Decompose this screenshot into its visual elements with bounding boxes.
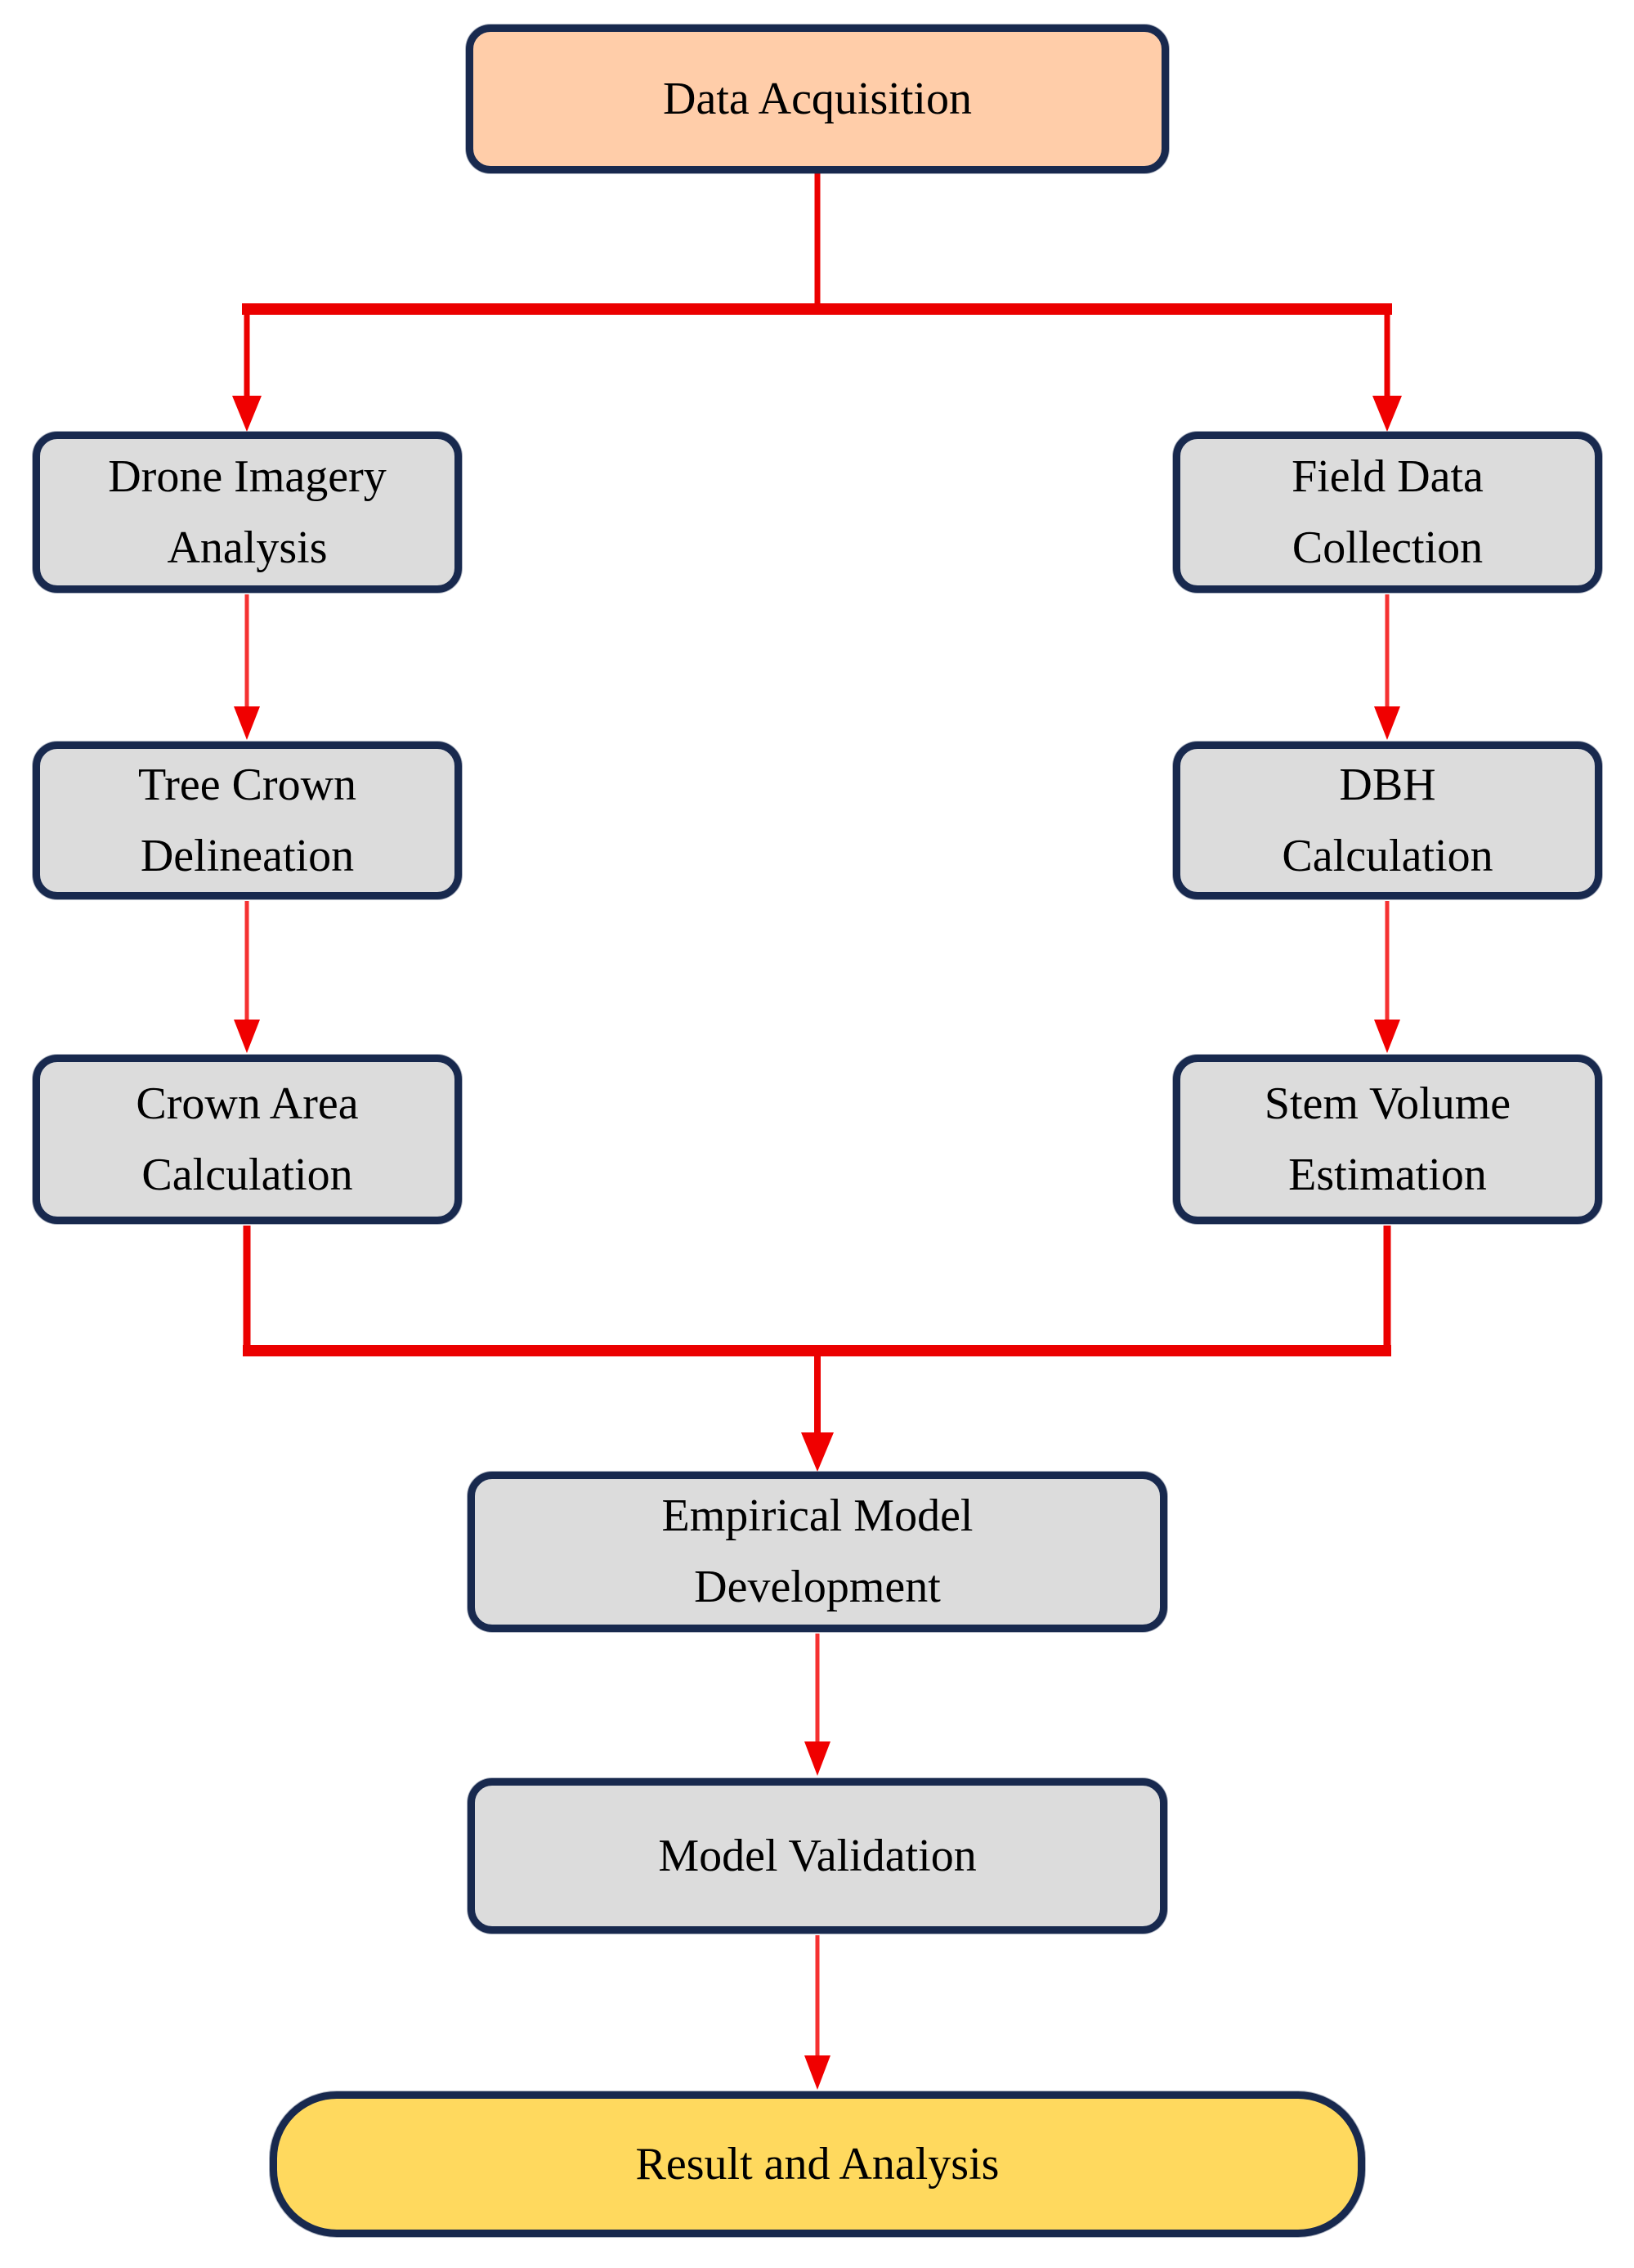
arrowhead-crown-area-calculation — [234, 1020, 260, 1053]
node-data-acquisition: Data Acquisition — [466, 25, 1169, 173]
node-crown-area-calculation: Crown Area Calculation — [33, 1055, 462, 1224]
node-result-and-analysis: Result and Analysis — [270, 2091, 1365, 2237]
node-field-data-collection: Field Data Collection — [1173, 432, 1602, 593]
arrowhead-drone-imagery-analysis — [232, 396, 262, 432]
node-drone-imagery-analysis: Drone Imagery Analysis — [33, 432, 462, 593]
node-model-validation: Model Validation — [468, 1778, 1167, 1934]
arrowhead-stem-volume-estimation — [1374, 1020, 1400, 1053]
node-stem-volume-estimation: Stem Volume Estimation — [1173, 1055, 1602, 1224]
arrowhead-field-data-collection — [1372, 396, 1402, 432]
arrowhead-empirical-model-development — [801, 1432, 834, 1472]
arrowhead-model-validation — [804, 1741, 830, 1776]
node-dbh-calculation: DBH Calculation — [1173, 742, 1602, 899]
arrowhead-dbh-calculation — [1374, 706, 1400, 740]
arrowhead-tree-crown-delineation — [234, 706, 260, 740]
node-empirical-model-development: Empirical Model Development — [468, 1472, 1167, 1632]
node-tree-crown-delineation: Tree Crown Delineation — [33, 742, 462, 899]
arrowhead-result-and-analysis — [804, 2055, 830, 2090]
